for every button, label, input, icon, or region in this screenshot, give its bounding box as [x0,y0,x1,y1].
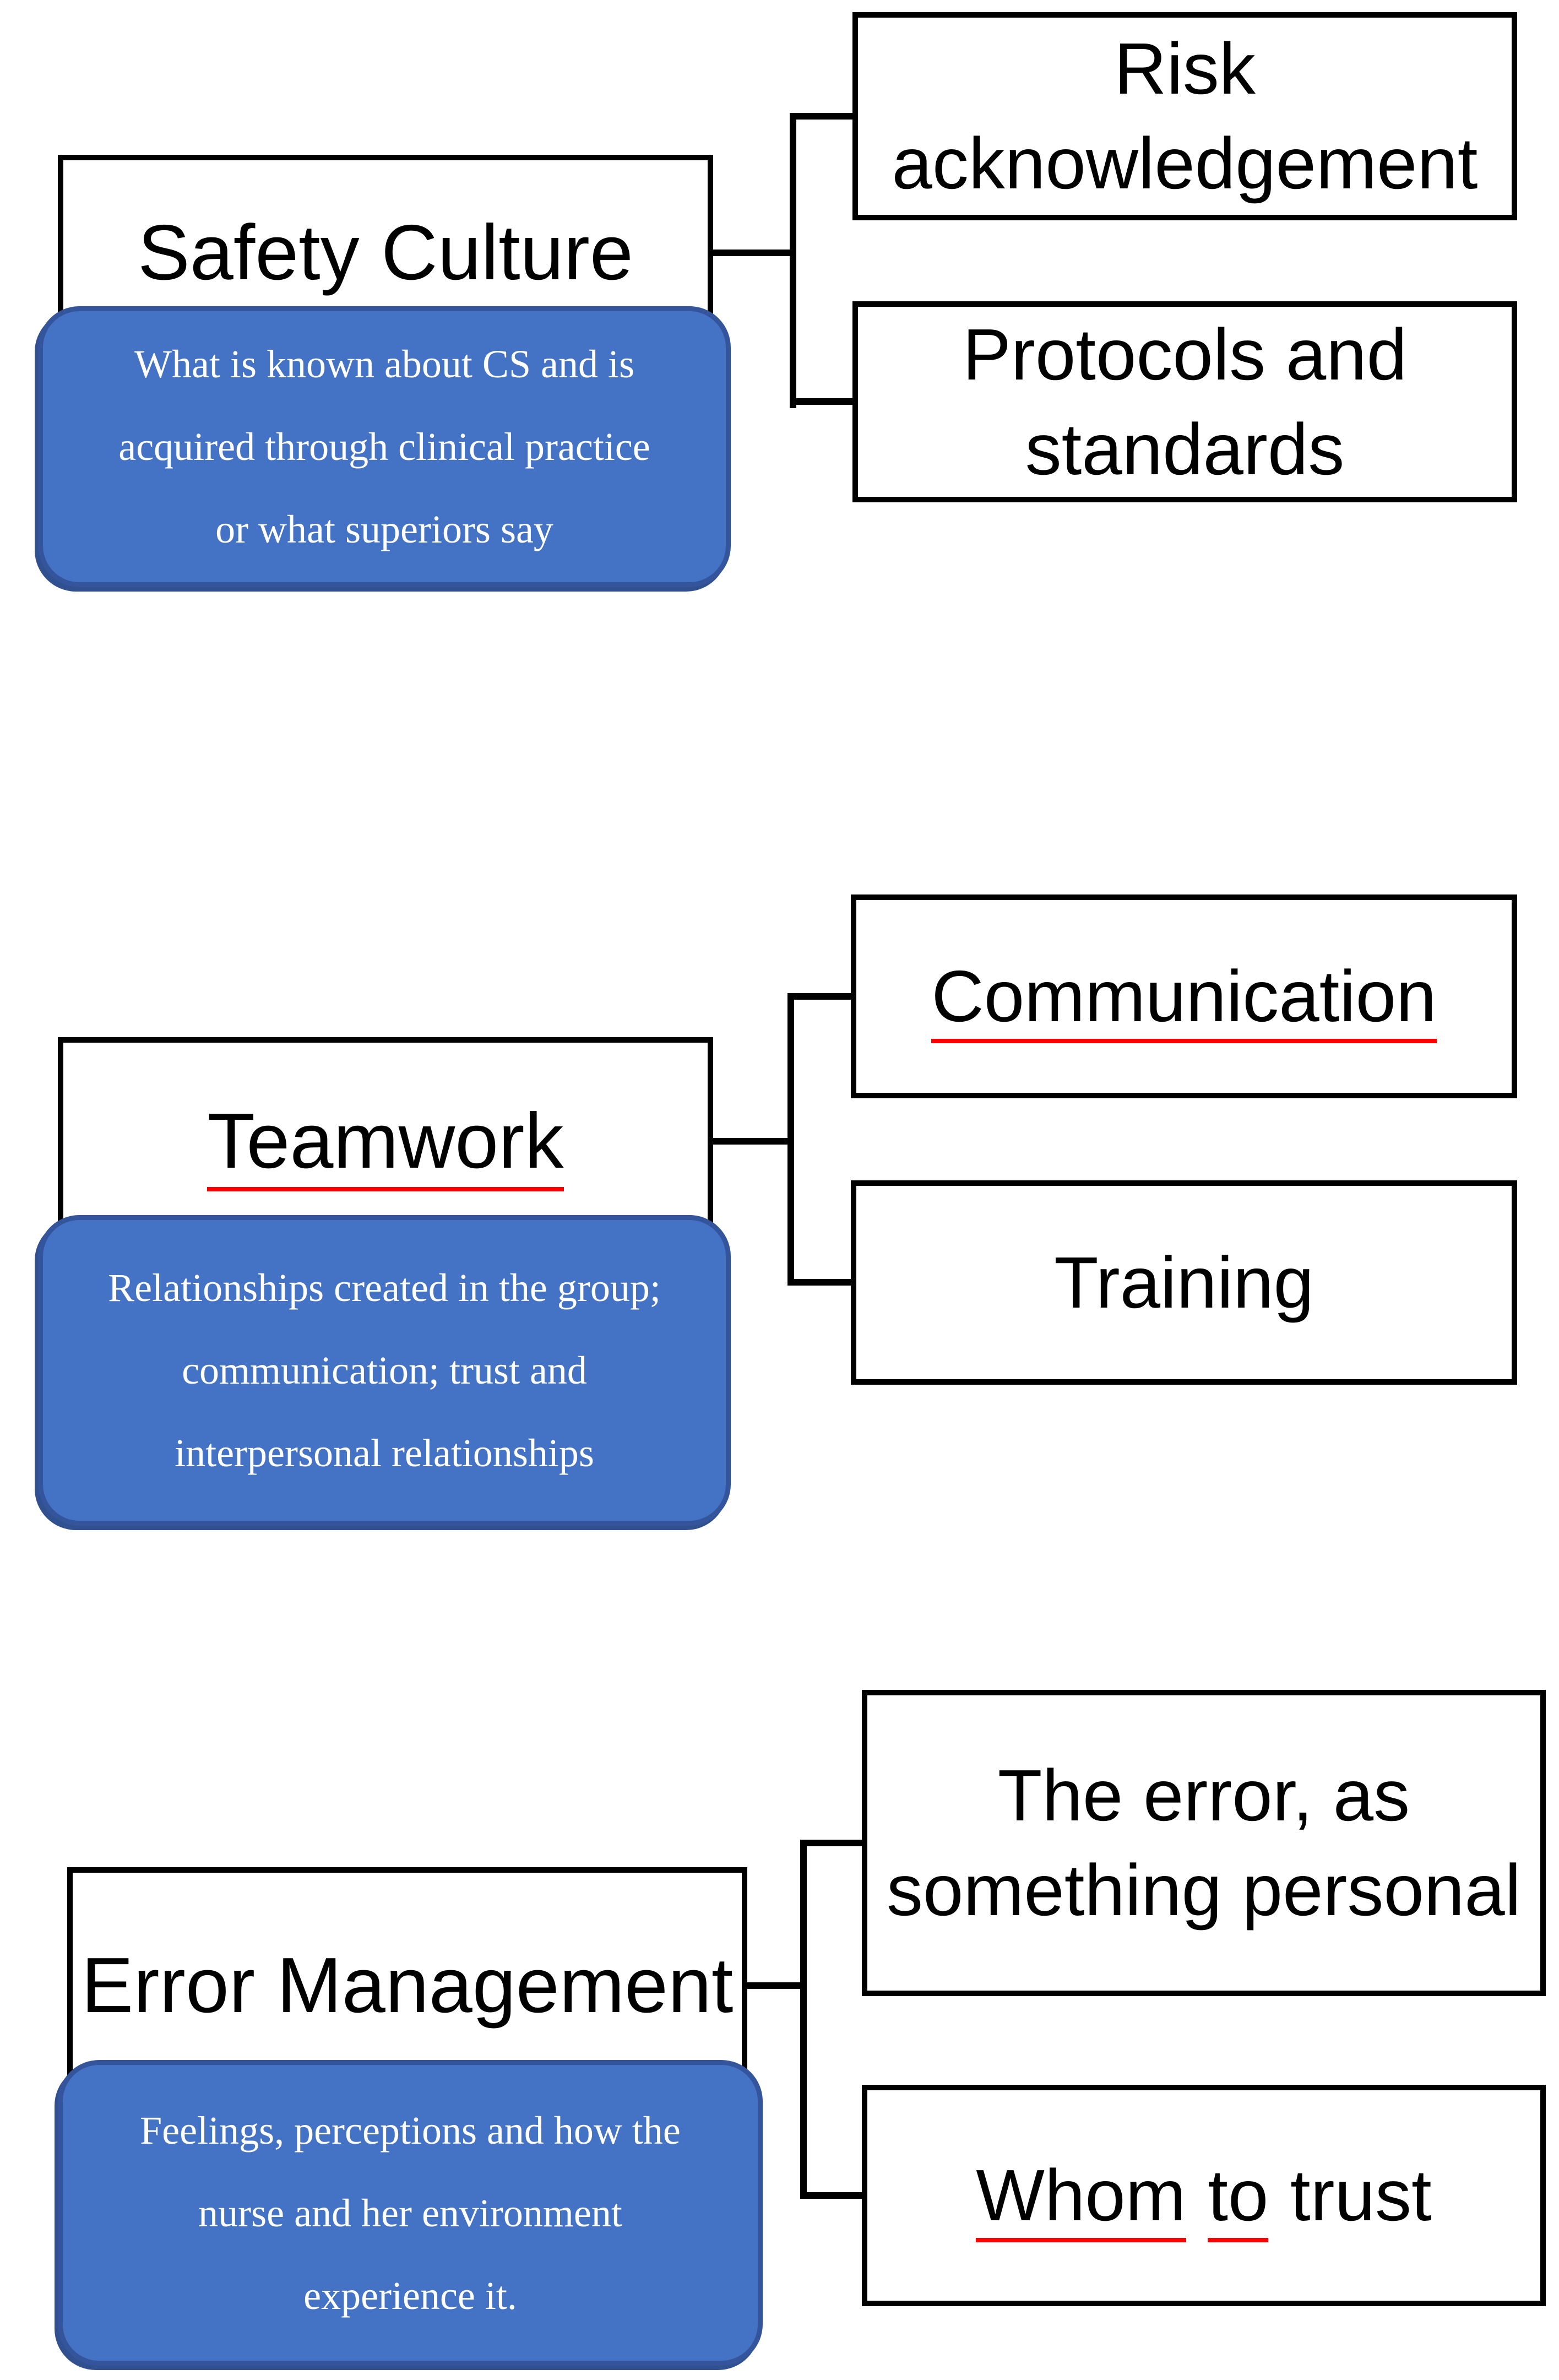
protocols-standards-line2: standards [1025,408,1345,490]
connector-error-stub-error-personal [807,1840,862,1846]
error-management-label: Error Management [81,1942,734,2030]
error-management-note-line3: experience it. [303,2273,517,2318]
connector-safety-stub-protocols [796,398,859,405]
error-management-note: Feelings, perceptions and how the nurse … [58,2060,763,2366]
teamwork-note-line1: Relationships created in the group; [108,1266,661,1310]
trust-word: trust [1290,2155,1432,2236]
teamwork-note-line2: communication; trust and [182,1348,587,1392]
risk-acknowledgement-box: Risk acknowledgement [852,12,1517,220]
risk-acknowledgement-line1: Risk [1114,28,1256,110]
teamwork-title-box: Teamwork [58,1037,713,1245]
training-label: Training [1054,1241,1314,1323]
safety-culture-note: What is known about CS and is acquired t… [38,306,731,587]
connector-teamwork-source [713,1138,787,1145]
to-spellcheck-underline: to [1208,2155,1269,2243]
connector-error-stub-whom-trust [807,2192,862,2199]
connector-safety-stub-risk [796,113,859,120]
connector-teamwork-vertical [787,993,794,1286]
teamwork-note-line3: interpersonal relationships [175,1431,594,1475]
safety-culture-label: Safety Culture [138,209,633,297]
connector-error-vertical [800,1840,807,2199]
risk-acknowledgement-line2: acknowledgement [892,123,1478,204]
error-as-personal-line2: something personal [886,1850,1522,1931]
connector-error-source [747,1982,800,1989]
protocols-standards-box: Protocols and standards [852,301,1517,502]
safety-culture-note-line1: What is known about CS and is [134,342,634,386]
safety-culture-note-line2: acquired through clinical practice [118,425,650,469]
communication-box: Communication [851,894,1517,1098]
teamwork-spellcheck-underline: Teamwork [207,1097,564,1192]
communication-label: Communication [931,949,1437,1044]
connector-safety-source [713,250,790,256]
error-as-personal-line1: The error, as [997,1755,1410,1836]
whom-spellcheck-underline: Whom [976,2155,1186,2243]
communication-spellcheck-underline: Communication [931,956,1437,1044]
teamwork-note: Relationships created in the group; comm… [38,1215,731,1526]
teamwork-label: Teamwork [207,1093,564,1192]
connector-teamwork-stub-training [794,1279,851,1286]
error-management-note-line1: Feelings, perceptions and how the [140,2108,681,2153]
connector-safety-vertical [790,113,796,408]
training-box: Training [851,1180,1517,1385]
connector-teamwork-stub-communication [794,993,851,1000]
safety-culture-note-line3: or what superiors say [215,507,553,551]
error-as-personal-box: The error, as something personal [862,1690,1546,1996]
error-management-note-line2: nurse and her environment [198,2191,622,2235]
protocols-standards-line1: Protocols and [962,313,1408,395]
